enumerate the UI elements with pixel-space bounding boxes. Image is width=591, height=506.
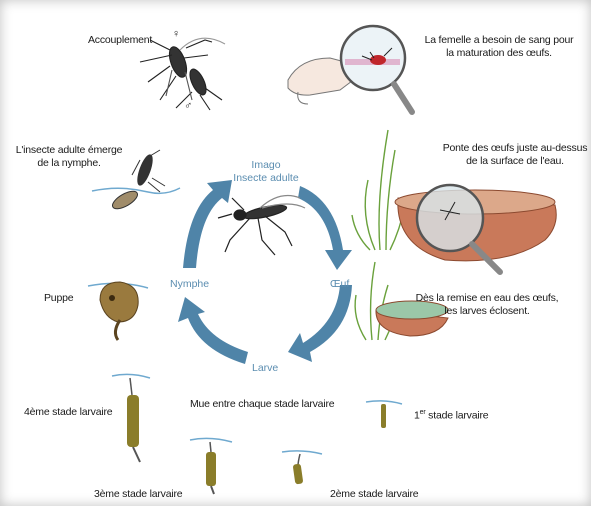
imago-stage-label: Imago Insecte adulte <box>224 159 308 185</box>
arrow-imago-to-egg <box>298 186 352 270</box>
female-symbol: ♀ <box>172 28 180 41</box>
mating-label: Accouplement <box>88 34 152 47</box>
larva-stage4-icon <box>112 374 150 462</box>
egg-laying-label: Ponte des œufs juste au-dessus de la sur… <box>440 142 590 168</box>
molt-label: Mue entre chaque stade larvaire <box>190 398 334 411</box>
male-symbol: ♂ <box>184 100 192 113</box>
arrow-egg-to-larva <box>288 285 352 362</box>
magnifier-icon <box>417 185 483 251</box>
nymph-stage-label: Nymphe <box>170 278 209 291</box>
imago-mosquito-icon <box>218 196 305 255</box>
stage4-label: 4ème stade larvaire <box>24 406 112 419</box>
arrow-nymph-to-imago <box>183 180 232 268</box>
larva-stage3-icon <box>190 438 232 494</box>
blood-meal-label: La femelle a besoin de sang pour la matu… <box>418 34 580 60</box>
stage1-label: 1er stade larvaire <box>414 406 488 423</box>
pupa-label: Puppe <box>44 292 73 305</box>
stage3-label: 3ème stade larvaire <box>94 488 182 501</box>
stage2-label: 2ème stade larvaire <box>330 488 418 501</box>
egg-stage-label: Œuf <box>330 278 349 291</box>
larva-stage1-icon <box>366 401 402 428</box>
arrow-larva-to-nymph <box>178 297 248 364</box>
adult-emerges-label: L'insecte adulte émerge de la nymphe. <box>4 144 134 170</box>
hatching-label: Dès la remise en eau des œufs, les larve… <box>412 292 562 318</box>
larva-stage-label: Larve <box>252 362 278 375</box>
blood-meal-hand-icon <box>288 26 412 112</box>
mating-mosquitoes-icon <box>140 38 225 110</box>
larva-stage2-icon <box>282 451 322 485</box>
pupa-icon <box>88 282 148 340</box>
